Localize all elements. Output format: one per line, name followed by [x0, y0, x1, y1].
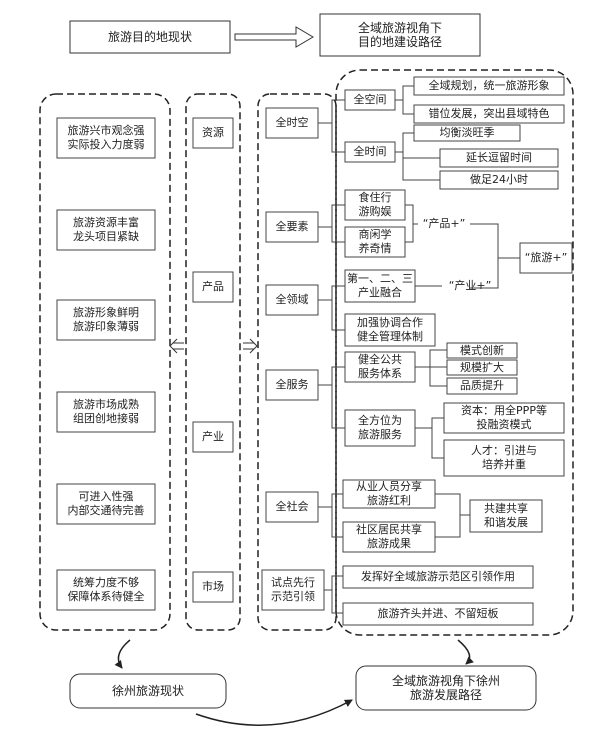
element-market: 市场 — [202, 580, 224, 593]
element-product: 产品 — [202, 280, 224, 293]
balanced-advance: 旅游齐头并进、不留短板 — [377, 607, 499, 620]
top-right-arrow — [234, 26, 314, 48]
dimension-all-time-space: 全时空 — [275, 116, 309, 129]
element-boxes — [192, 117, 234, 603]
path-label: 全域旅游视角下 目的地建设路径 — [357, 21, 442, 49]
element-industry: 产业 — [202, 430, 224, 443]
industry-merge: 第一、二、三 产业融合 — [347, 272, 413, 299]
path-box — [319, 13, 481, 57]
left-down-arrow — [114, 639, 131, 669]
public-service: 健全公共 服务体系 — [358, 353, 402, 380]
connector-lines — [318, 85, 520, 614]
problems-container — [39, 93, 171, 631]
time-item: 均衡淡旺季 — [439, 126, 495, 139]
time-item: 做足24小时 — [470, 173, 528, 186]
elem-item: 商闲学 养奇情 — [358, 228, 392, 255]
elements-container — [185, 93, 241, 631]
paths-container — [335, 69, 574, 636]
problem-item: 旅游资源丰富 龙头项目紧缺 — [73, 216, 139, 243]
bottom-curve-arrow — [195, 699, 353, 726]
dimension-all-elements: 全要素 — [275, 220, 309, 233]
left-double-arrow — [169, 338, 184, 354]
problem-item: 旅游形象鲜明 旅游印象薄弱 — [73, 306, 139, 333]
xuzhou-status-label: 徐州旅游现状 — [111, 684, 184, 698]
capital: 资本：用全PPP等 投融资模式 — [461, 404, 547, 431]
dimension-all-service: 全服务 — [275, 378, 309, 391]
employee-share: 从业人员分享 旅游红利 — [356, 480, 422, 507]
space-item: 全域规划，统一旅游形象 — [428, 79, 550, 92]
ps-item: 规模扩大 — [460, 360, 504, 374]
dimension-all-fields: 全领域 — [275, 293, 309, 306]
sub-all-space: 全空间 — [353, 93, 387, 106]
right-down-arrow — [457, 639, 474, 665]
xuzhou-status-box — [69, 673, 227, 709]
current-status-label: 旅游目的地现状 — [107, 30, 192, 44]
problem-item: 旅游兴市观念强 实际投入力度弱 — [67, 124, 145, 151]
current-status-box — [69, 20, 231, 54]
dimension-boxes — [261, 107, 325, 611]
dimension-pilot: 试点先行 示范引领 — [271, 576, 315, 603]
dimension-all-society: 全社会 — [275, 500, 309, 513]
right-double-arrow — [243, 338, 258, 354]
problem-item: 统筹力度不够 保障体系待健全 — [67, 576, 145, 603]
industry-plus-label: “产业+” — [448, 279, 492, 292]
time-item: 延长逗留时间 — [466, 151, 532, 164]
problem-item: 可进入性强 内部交通待完善 — [67, 490, 145, 517]
manage-system: 加强协调合作 健全管理体制 — [357, 316, 423, 343]
product-plus-label: “产品+” — [422, 217, 466, 230]
pilot-lead: 发挥好全域旅游示范区引领作用 — [361, 570, 515, 583]
all-service: 全方位为 旅游服务 — [358, 414, 402, 441]
elem-item: 食住行 游购娱 — [358, 191, 392, 218]
resident-share: 社区居民共享 旅游成果 — [356, 523, 422, 550]
ps-item: 品质提升 — [460, 379, 504, 392]
share-harmony: 共建共享 和谐发展 — [484, 502, 528, 529]
problem-item: 旅游市场成熟 组团创地接弱 — [73, 398, 139, 425]
problem-boxes — [56, 117, 156, 611]
dimensions-container — [257, 93, 337, 631]
talent: 人才：引进与 培养并重 — [471, 444, 537, 471]
xuzhou-path-box — [355, 665, 537, 711]
space-item: 错位发展，突出县域特色 — [428, 107, 550, 120]
tourism-plus-label: “旅游+” — [524, 251, 568, 264]
ps-item: 模式创新 — [460, 343, 504, 357]
element-resource: 资源 — [202, 126, 224, 139]
xuzhou-path-label: 全域旅游视角下徐州 旅游发展路径 — [391, 674, 500, 702]
sub-boxes — [342, 76, 573, 626]
sub-all-time: 全时间 — [353, 145, 387, 158]
